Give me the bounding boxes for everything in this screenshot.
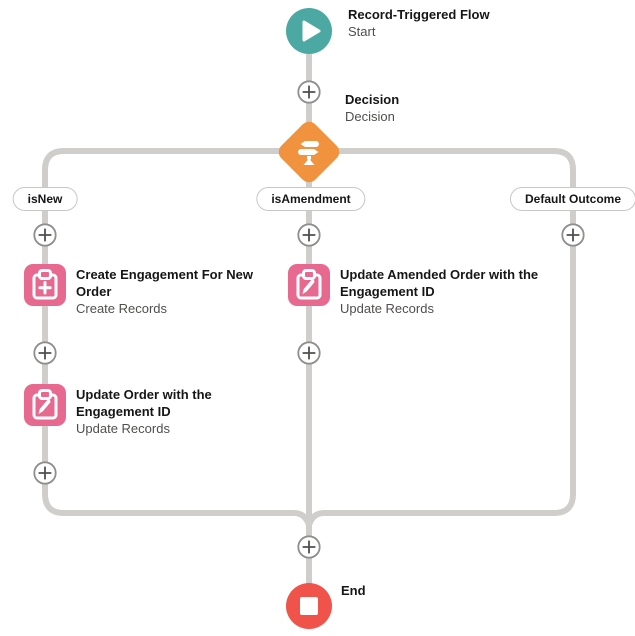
signpost-icon — [298, 141, 319, 165]
start-node[interactable] — [286, 8, 332, 54]
branch-label-isamendment: isAmendment — [256, 187, 366, 211]
create-records-node[interactable] — [24, 264, 66, 306]
create-records-label: Create Engagement For New Order Create R… — [76, 266, 276, 317]
end-node[interactable] — [286, 583, 332, 629]
branch-label-default-outcome: Default Outcome — [509, 187, 635, 211]
node-subtitle: Update Records — [76, 421, 170, 436]
create-records-icon — [32, 269, 58, 300]
update-order-label: Update Order with the Engagement ID Upda… — [76, 386, 246, 437]
start-subtitle: Start — [348, 24, 376, 39]
update-amended-order-node[interactable] — [288, 264, 330, 306]
plus-icon — [561, 223, 585, 247]
update-order-node[interactable] — [24, 384, 66, 426]
end-title: End — [341, 583, 366, 598]
add-element-button[interactable] — [297, 535, 321, 559]
plus-icon — [33, 223, 57, 247]
decision-title: Decision — [345, 92, 400, 107]
update-records-icon — [296, 269, 322, 300]
update-records-icon — [32, 389, 58, 420]
add-element-button[interactable] — [561, 223, 585, 247]
add-element-button[interactable] — [33, 461, 57, 485]
node-subtitle: Update Records — [340, 301, 434, 316]
update-amended-order-label: Update Amended Order with the Engagement… — [340, 266, 540, 317]
decision-label: Decision Decision — [345, 91, 399, 125]
start-title: Record-Triggered Flow — [348, 7, 490, 22]
connector-left-branch — [42, 148, 312, 527]
decision-subtitle: Decision — [345, 109, 395, 124]
plus-icon — [297, 341, 321, 365]
add-element-button[interactable] — [33, 223, 57, 247]
node-subtitle: Create Records — [76, 301, 168, 316]
add-element-button[interactable] — [297, 80, 321, 104]
add-element-button[interactable] — [33, 341, 57, 365]
stop-icon — [300, 597, 318, 615]
node-title: Update Order with the Engagement ID — [76, 387, 212, 419]
plus-icon — [297, 223, 321, 247]
end-label: End — [341, 582, 366, 599]
add-element-button[interactable] — [297, 341, 321, 365]
connector-right-branch — [306, 148, 576, 527]
plus-icon — [297, 80, 321, 104]
node-title: Create Engagement For New Order — [76, 267, 253, 299]
node-title: Update Amended Order with the Engagement… — [340, 267, 539, 299]
decision-node[interactable] — [275, 118, 343, 186]
play-icon — [302, 20, 321, 42]
branch-label-isnew: isNew — [12, 187, 78, 211]
plus-icon — [33, 341, 57, 365]
add-element-button[interactable] — [297, 223, 321, 247]
plus-icon — [33, 461, 57, 485]
plus-icon — [297, 535, 321, 559]
start-label: Record-Triggered Flow Start — [348, 6, 490, 40]
